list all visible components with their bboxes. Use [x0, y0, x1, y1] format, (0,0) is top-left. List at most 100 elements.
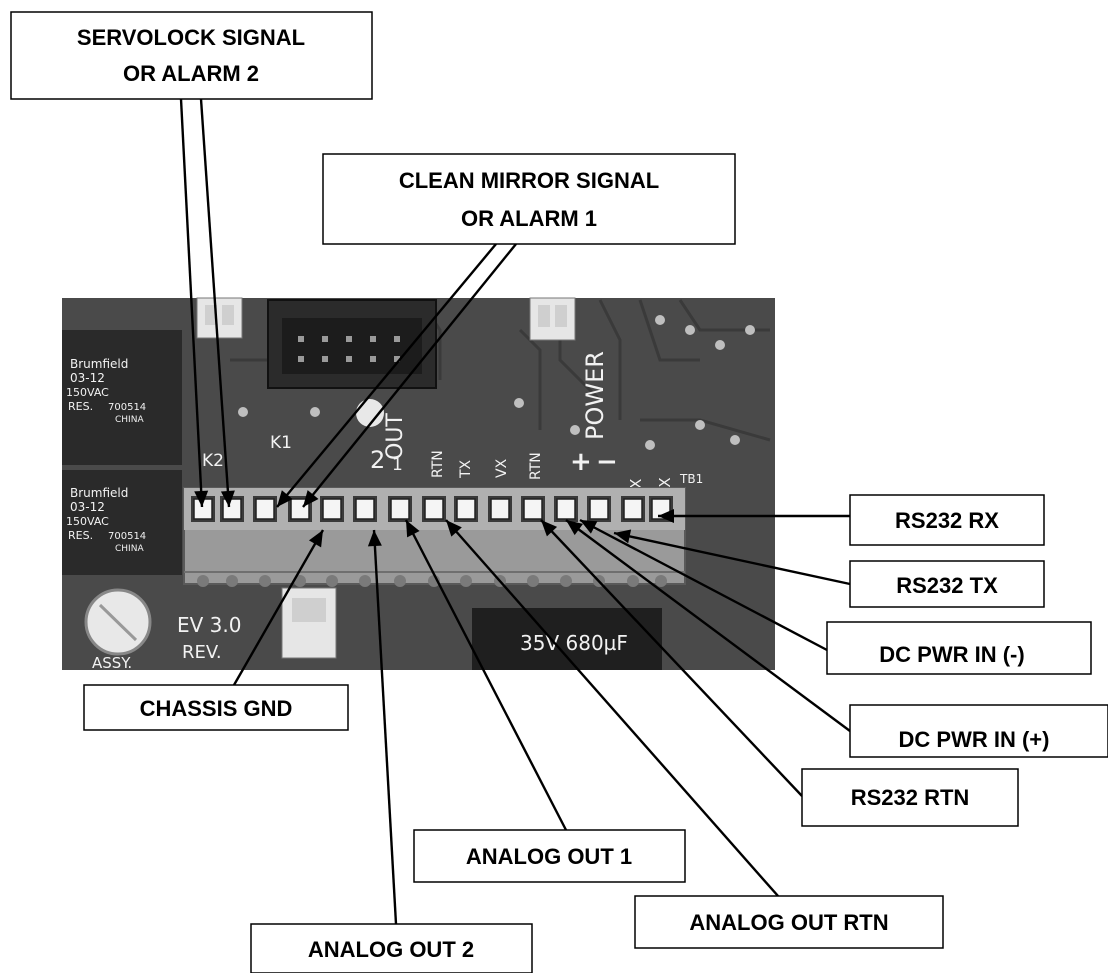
terminal-9: [454, 496, 478, 587]
silk-pin-label: RTN: [430, 450, 446, 478]
callout-chassis-gnd: CHASSIS GND: [83, 684, 349, 731]
silk-pin-label: 2: [370, 446, 385, 474]
silk-k2: K2: [202, 451, 224, 471]
relay-model: 03-12: [70, 500, 105, 514]
arrowhead: [406, 520, 420, 538]
terminal-5: [320, 496, 344, 587]
terminal-13: [587, 496, 611, 587]
relay-rating: 150VAC: [66, 515, 109, 528]
servolock-lead-b: [199, 98, 235, 508]
relay-res: RES.: [68, 529, 93, 542]
silk-pin-label: 1: [392, 455, 403, 475]
dc-pwr-in-plus-label: DC PWR IN (+): [899, 727, 1050, 752]
arrowhead: [614, 529, 632, 544]
arrowhead: [303, 490, 319, 507]
silk-out: OUT: [383, 413, 408, 460]
relay-code: 700514: [108, 531, 146, 542]
arrowhead: [566, 520, 584, 536]
silk-pin-label: TX: [458, 459, 474, 479]
connector-top-left: [196, 297, 243, 339]
pcb-vias: [238, 315, 755, 450]
silk-power: POWER: [581, 351, 609, 440]
arrowhead: [194, 490, 209, 507]
relay-k1: Brumfield 03-12 150VAC RES. 700514 CHINA: [62, 470, 182, 575]
servolock-lead-a: [179, 98, 209, 508]
callout-rs232-rx: RS232 RX: [849, 494, 1045, 546]
silk-plus: +: [570, 447, 592, 477]
callout-rs232-rtn: RS232 RTN: [801, 768, 1019, 827]
callout-rs232-tx: RS232 TX: [849, 560, 1045, 608]
clean-mirror-line1: CLEAN MIRROR SIGNAL: [399, 168, 659, 193]
callout-dc-pwr-in-plus: DC PWR IN (+): [849, 704, 1108, 758]
arrowhead: [367, 530, 382, 547]
rs232-rtn-label: RS232 RTN: [851, 785, 970, 810]
arrowhead: [277, 490, 293, 507]
terminal-15: [649, 496, 673, 587]
pcb-photo: Brumfield 03-12 150VAC RES. 700514 CHINA…: [62, 297, 775, 672]
capacitor: 35V 680µF: [472, 608, 662, 670]
terminal-block: [183, 487, 686, 587]
relay-model: 03-12: [70, 371, 105, 385]
callout-dc-pwr-in-minus: DC PWR IN (-): [826, 621, 1092, 675]
capacitor-label: 35V 680µF: [520, 631, 628, 655]
terminal-row: [191, 496, 673, 587]
clean-mirror-line2: OR ALARM 1: [461, 206, 597, 231]
arrowhead: [308, 530, 323, 548]
silk-pin-label: VX: [494, 458, 510, 478]
relay-res: RES.: [68, 400, 93, 413]
servolock-line2: OR ALARM 2: [123, 61, 259, 86]
arrowhead: [658, 509, 674, 523]
callout-analog-out-1: ANALOG OUT 1: [413, 829, 686, 883]
rs232-tx-label: RS232 TX: [896, 573, 998, 598]
rs232-tx-lead: [613, 529, 851, 586]
terminal-6: [353, 496, 377, 587]
leader-lines: [179, 98, 851, 925]
silk-ev: EV 3.0: [177, 613, 241, 637]
rs232-rtn-lead: [540, 519, 803, 797]
analog-out-1-lead: [404, 519, 568, 831]
test-point: [356, 399, 384, 427]
analog-out-2-lead: [367, 529, 398, 925]
terminal-11: [521, 496, 545, 587]
callout-clean-mirror: CLEAN MIRROR SIGNAL OR ALARM 1: [322, 153, 736, 245]
callout-analog-out-2: ANALOG OUT 2: [250, 923, 533, 973]
clean-mirror-lead-a: [276, 243, 497, 508]
relay-k2: Brumfield 03-12 150VAC RES. 700514 CHINA: [62, 330, 182, 465]
analog-out-rtn-label: ANALOG OUT RTN: [689, 910, 888, 935]
arrowhead: [446, 520, 462, 537]
relay-brand: Brumfield: [70, 486, 128, 500]
chassis-gnd-label: CHASSIS GND: [140, 696, 293, 721]
dc-pwr-in-minus-label: DC PWR IN (-): [879, 642, 1024, 667]
relay-origin: CHINA: [115, 544, 144, 554]
ribbon-header: [267, 299, 437, 389]
connector-top-right: [529, 297, 576, 341]
silk-tb1: TB1: [679, 472, 703, 486]
callout-servolock: SERVOLOCK SIGNAL OR ALARM 2: [10, 11, 373, 100]
analog-out-2-label: ANALOG OUT 2: [308, 937, 474, 962]
callout-analog-out-rtn: ANALOG OUT RTN: [634, 895, 944, 949]
terminal-14: [621, 496, 645, 587]
arrowhead: [541, 520, 558, 537]
rs232-rx-lead: [658, 509, 850, 523]
terminal-12: [554, 496, 578, 587]
rs232-rx-label: RS232 RX: [895, 508, 999, 533]
relay-origin: CHINA: [115, 415, 144, 425]
connector-bottom: [281, 587, 337, 659]
silk-rev: REV.: [182, 642, 222, 663]
analog-out-rtn-lead: [445, 519, 779, 897]
relay-rating: 150VAC: [66, 386, 109, 399]
silk-k1: K1: [270, 433, 292, 453]
clean-mirror-lead-b: [302, 243, 517, 508]
arrowhead: [220, 490, 235, 507]
terminal-7: [388, 496, 412, 587]
relay-code: 700514: [108, 402, 146, 413]
silk-minus: −: [596, 447, 618, 477]
dc-pwr-in-plus-lead: [565, 519, 851, 732]
terminal-2: [220, 496, 244, 587]
chassis-gnd-lead: [232, 529, 325, 686]
servolock-line1: SERVOLOCK SIGNAL: [77, 25, 305, 50]
analog-out-1-label: ANALOG OUT 1: [466, 844, 632, 869]
